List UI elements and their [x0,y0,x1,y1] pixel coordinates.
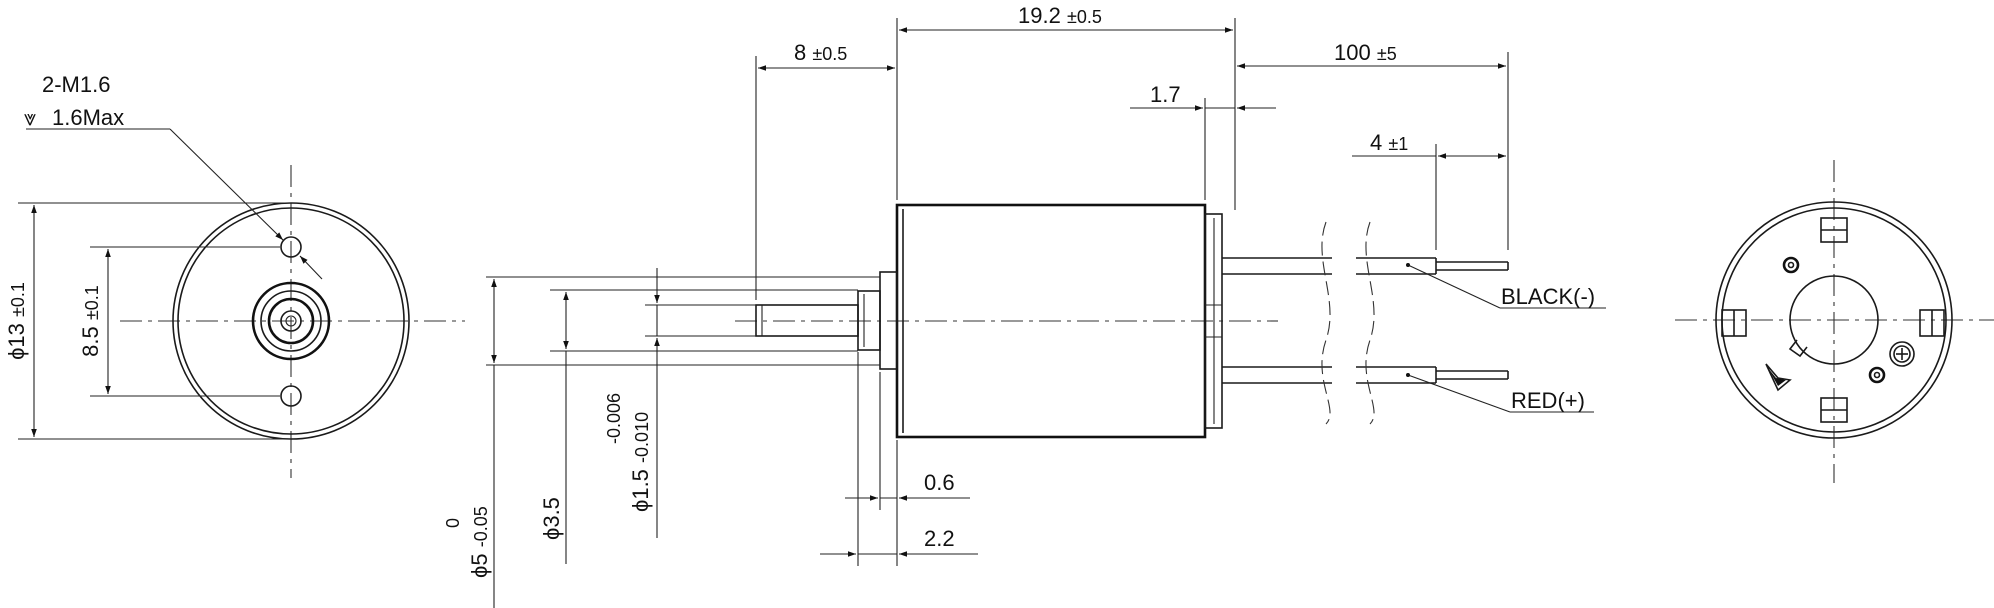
depth-symbol: ⩔ [24,105,36,130]
front-boss-ring-inner [267,297,315,345]
bearing-diameter-label: ϕ3.5 [539,497,564,540]
lead-length-label: 100 ±5 [1334,40,1397,65]
front-housing-inner-circle [177,207,405,435]
flange-thickness-label: 0.6 [924,470,955,495]
red-lead-label: RED(+) [1511,388,1585,413]
black-lead-wire [1222,257,1509,275]
wire-break-line-right [1365,221,1375,425]
rear-screw-lower-right [1868,366,1886,384]
front-od-label: ϕ13 ±0.1 [4,282,29,360]
shaft-tol-upper-label: -0.006 [604,393,624,444]
shaft-diameter-label: ϕ1.5 -0.010 [628,412,653,512]
rear-diamond-mark-icon [1765,363,1792,392]
front-shaft-center [285,315,297,327]
hole-depth-label: 1.6Max [52,105,124,130]
rear-tab-left [1721,309,1747,337]
boss-length-label: 2.2 [924,526,955,551]
boss-diameter-label: ϕ5 -0.05 [467,506,492,578]
rear-tab-bottom [1820,397,1848,423]
rear-plus-terminal-icon [1889,341,1915,367]
hole-leader-diagonal [169,128,284,241]
front-mounting-hole-bottom [280,385,302,407]
red-lead-leader [1407,374,1511,413]
hole-thread-label: 2-M1.6 [42,72,110,97]
diameter-symbol: ϕ [4,348,29,360]
front-boss-ring-outer [251,281,331,361]
front-boss-ring-mid [260,290,322,352]
pitch-label: 8.5 ±0.1 [78,285,103,357]
end-cap [1204,213,1223,429]
front-shaft-circle [280,310,302,332]
strip-length-label: 4 ±1 [1370,130,1408,155]
boss-tol-upper-label: 0 [443,518,463,528]
rear-center-opening [1789,275,1879,365]
rear-housing-outer-circle [1715,201,1953,439]
side-view: BLACK(-) RED(+) 8 ±0.5 19.2 ±0.5 100 ±5 … [443,3,1606,608]
output-shaft [755,304,859,337]
body-length-label: 19.2 ±0.5 [1018,3,1102,28]
black-lead-label: BLACK(-) [1501,284,1595,309]
front-mounting-hole-top [280,236,302,258]
rear-tab-right [1919,309,1945,337]
endcap-thickness-label: 1.7 [1150,82,1181,107]
shaft-length-label: 8 ±0.5 [794,40,847,65]
hole-leader-tail [299,255,323,280]
rear-tab-top [1820,217,1848,243]
front-view: 2-M1.6 ⩔ 1.6Max ϕ13 ±0.1 8.5 ±0.1 [4,72,465,478]
black-lead-leader [1407,264,1501,309]
rear-screw-upper-left [1782,256,1800,274]
wire-break-line-left [1321,221,1331,425]
rear-opening-notch [1788,339,1808,358]
rear-view [1675,160,1994,483]
red-lead-wire [1222,366,1509,384]
